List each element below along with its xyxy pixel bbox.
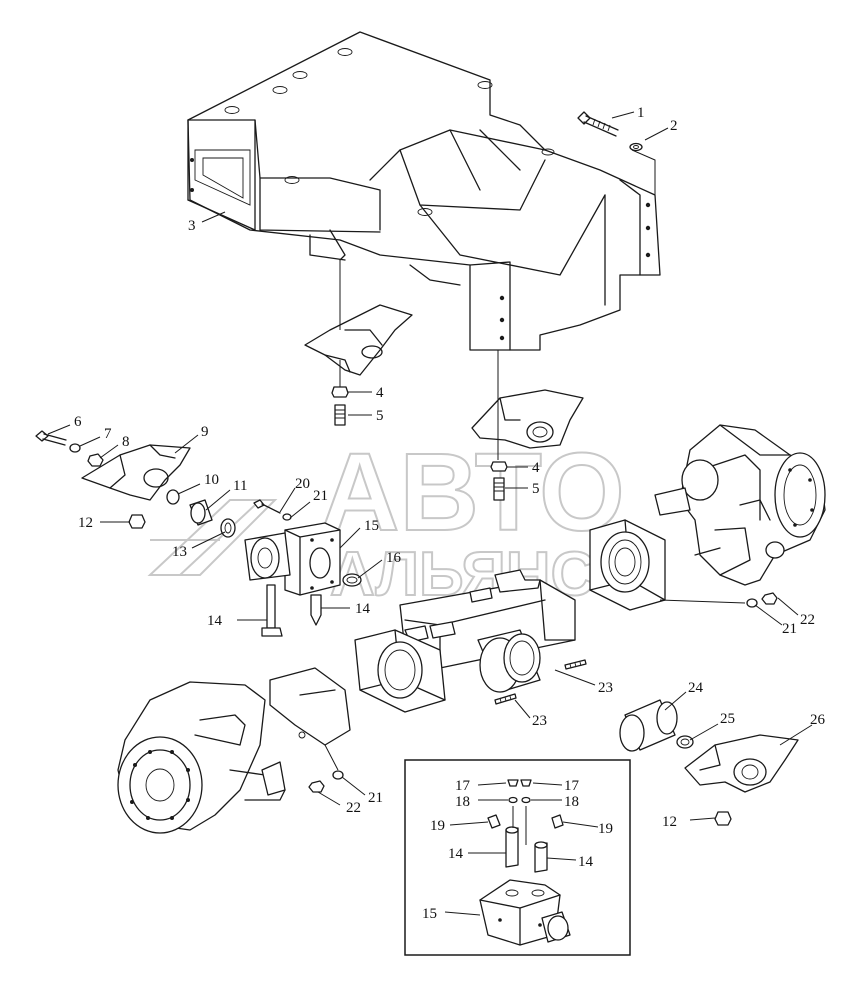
axle-sleeve-center <box>477 629 541 693</box>
wheel-hub-right <box>654 424 826 586</box>
ring-part-10 <box>166 489 180 505</box>
ring-part-16 <box>342 573 362 587</box>
callout-labels: 1 2 3 4 5 4 5 6 7 8 9 10 11 12 13 14 14 … <box>74 105 826 922</box>
bolt-part-23-lower <box>494 693 517 705</box>
bushing-part-24 <box>619 699 678 752</box>
callout-10: 10 <box>204 472 219 488</box>
axle-flange-right <box>589 519 666 611</box>
callout-13: 13 <box>172 544 187 560</box>
inset-washer-18 <box>508 796 531 804</box>
watermark: АВТО АЛЬЯНС <box>147 430 626 610</box>
callout-18-right: 18 <box>564 794 579 810</box>
watermark-line1: АВТО <box>320 431 625 554</box>
callout-26: 26 <box>810 712 826 728</box>
bracket-upper-left <box>304 304 413 376</box>
callout-21-right: 21 <box>782 621 797 637</box>
nut-part-12-left <box>128 514 146 529</box>
callout-14-a: 14 <box>207 613 223 629</box>
callout-11: 11 <box>233 478 247 494</box>
callout-15-inset: 15 <box>422 906 437 922</box>
callout-1: 1 <box>637 105 645 121</box>
callout-4-left: 4 <box>376 385 384 401</box>
pin-part-14-a <box>261 584 283 637</box>
callout-14-b: 14 <box>355 601 371 617</box>
callout-23-lower: 23 <box>532 713 547 729</box>
ring-part-25 <box>676 735 694 749</box>
inset-bolt-17-left <box>507 779 519 787</box>
inset-pin-14 <box>505 826 548 873</box>
bolt-part-6 <box>35 430 67 446</box>
callout-22-right: 22 <box>800 612 815 628</box>
callout-4-right: 4 <box>532 460 540 476</box>
callout-2: 2 <box>670 118 678 134</box>
callout-18-left: 18 <box>455 794 470 810</box>
frame-housing-part-3 <box>187 31 661 351</box>
callout-15: 15 <box>364 518 379 534</box>
callout-23-upper: 23 <box>598 680 613 696</box>
callout-21-bottom: 21 <box>368 790 383 806</box>
callout-12-right: 12 <box>662 814 677 830</box>
bolt-part-23-upper <box>564 659 587 670</box>
leader-lines <box>47 111 813 916</box>
callout-12-left: 12 <box>78 515 93 531</box>
inset-bolt-17-right <box>520 779 532 787</box>
inset-fitting-19-right <box>551 814 564 829</box>
callout-21-top: 21 <box>313 488 328 504</box>
callout-14-inset-right: 14 <box>578 854 594 870</box>
nut-part-22-bottom <box>308 780 325 793</box>
callout-6: 6 <box>74 414 82 430</box>
bolt-part-20 <box>253 499 281 514</box>
inset-fitting-19-left <box>487 814 501 829</box>
washer-part-21-bottom <box>332 770 344 780</box>
callout-16: 16 <box>386 550 402 566</box>
callout-3: 3 <box>188 218 196 234</box>
pin-part-14-b <box>310 594 322 626</box>
callout-24: 24 <box>688 680 704 696</box>
bolt-part-5-left <box>334 404 346 426</box>
bracket-upper-right <box>471 389 584 449</box>
nut-part-12-right <box>714 811 732 826</box>
callout-9: 9 <box>201 424 209 440</box>
ring-part-13 <box>220 518 236 538</box>
axle-flange-left <box>354 629 446 713</box>
washer-part-21-right <box>746 598 758 608</box>
nut-part-22-right <box>761 592 778 605</box>
callout-8: 8 <box>122 434 130 450</box>
inset-flange-15 <box>479 879 571 946</box>
callout-14-inset-left: 14 <box>448 846 464 862</box>
detail-inset <box>404 759 631 956</box>
callout-25: 25 <box>720 711 735 727</box>
washer-part-2 <box>629 142 643 152</box>
nut-part-8 <box>87 453 104 467</box>
callout-5-left: 5 <box>376 408 384 424</box>
callout-17-left: 17 <box>455 778 471 794</box>
callout-19-left: 19 <box>430 818 445 834</box>
callout-5-right: 5 <box>532 481 540 497</box>
bracket-part-26 <box>684 734 799 793</box>
bolt-part-1 <box>577 111 619 137</box>
bolt-part-5-right <box>493 477 505 501</box>
wheel-hub-left <box>117 667 351 834</box>
callout-22-bottom: 22 <box>346 800 361 816</box>
nut-part-4-left <box>331 386 349 398</box>
nut-part-4-right <box>490 461 508 472</box>
callout-7: 7 <box>104 426 112 442</box>
washer-part-21-top <box>282 513 292 521</box>
sleeve-part-11 <box>189 499 213 526</box>
bracket-part-9 <box>81 444 191 501</box>
callout-20: 20 <box>295 476 310 492</box>
washer-part-7 <box>69 443 81 453</box>
pivot-flange-part-15 <box>244 522 341 596</box>
callout-19-right: 19 <box>598 821 613 837</box>
callout-17-right: 17 <box>564 778 580 794</box>
